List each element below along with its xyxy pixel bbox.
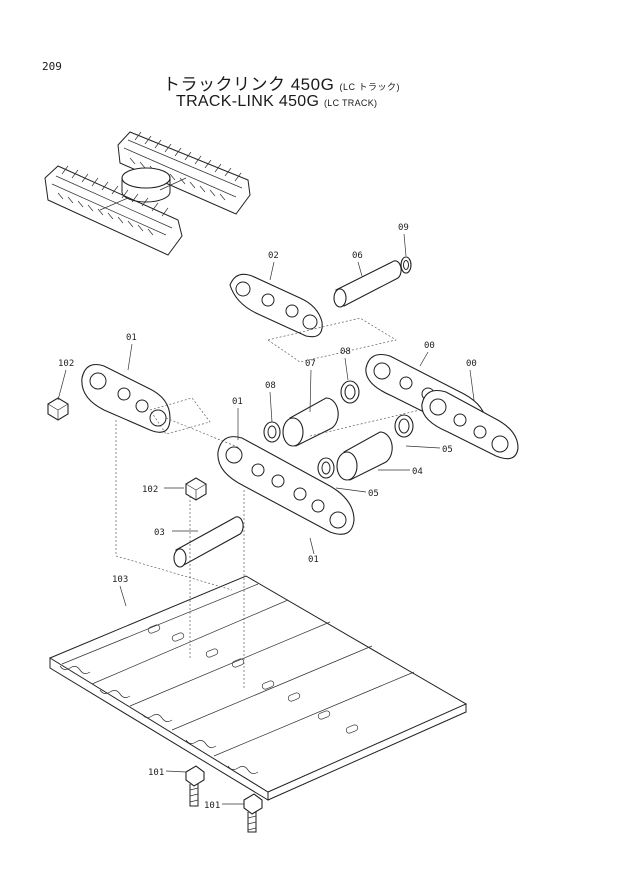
- title-en-main: TRACK-LINK 450G: [176, 93, 320, 110]
- callout-01-b: 01: [232, 397, 243, 407]
- callout-01-c: 01: [308, 555, 319, 565]
- nut-102-center: [185, 477, 207, 501]
- callout-01-a: 01: [126, 333, 137, 343]
- ring-09: [400, 256, 412, 274]
- callout-08-a: 08: [340, 347, 351, 357]
- title-japanese: トラックリンク 450G (LC トラック): [163, 70, 400, 95]
- callout-102-b: 102: [142, 485, 158, 495]
- callout-101-a: 101: [148, 768, 164, 778]
- seal-ring-05: [394, 414, 414, 438]
- callout-102-a: 102: [58, 359, 74, 369]
- callout-04: 04: [412, 467, 423, 477]
- seal-ring-08-a: [263, 421, 281, 443]
- track-shoes-103: [48, 575, 468, 801]
- callout-leader-lines: [57, 233, 475, 805]
- nut-102-left: [47, 397, 69, 421]
- link-plate-01-left: [81, 363, 211, 435]
- link-plate-00-right: [365, 353, 519, 460]
- title-english: TRACK-LINK 450G (LC TRACK): [176, 93, 377, 111]
- bolt-101-a: [185, 765, 205, 807]
- title-en-sub: (LC TRACK): [323, 98, 378, 108]
- bushing-04: [336, 431, 393, 481]
- callout-05-a: 05: [442, 445, 453, 455]
- bolt-101-b: [243, 793, 263, 833]
- pin-03: [173, 516, 244, 568]
- title-jp-main: トラックリンク 450G: [163, 75, 335, 94]
- seal-ring-08-c: [317, 457, 335, 479]
- callout-06: 06: [352, 251, 363, 261]
- track-assembly-illustration: [44, 131, 251, 256]
- callout-101-b: 101: [204, 801, 220, 811]
- callout-00: 00: [424, 341, 435, 351]
- title-jp-sub: (LC トラック): [339, 82, 401, 92]
- pin-06: [333, 260, 402, 308]
- callout-08-b: 08: [265, 381, 276, 391]
- callout-05-b: 05: [368, 489, 379, 499]
- callout-103: 103: [112, 575, 128, 585]
- link-plate-02: [229, 273, 397, 363]
- callout-labels: 09 02 06 01 102 07 08 00 00 08 01 05 04 …: [58, 223, 477, 811]
- callout-09: 09: [398, 223, 409, 233]
- assembly-guide-lines: [115, 409, 421, 690]
- seal-ring-08-b: [340, 380, 360, 404]
- callout-03: 03: [154, 528, 165, 538]
- bushing-07: [282, 397, 339, 447]
- callout-02: 02: [268, 251, 279, 261]
- page-number: 209: [42, 60, 62, 73]
- callout-07: 07: [305, 359, 316, 369]
- link-plate-01-center: [217, 436, 355, 535]
- callout-00-b: 00: [466, 359, 477, 369]
